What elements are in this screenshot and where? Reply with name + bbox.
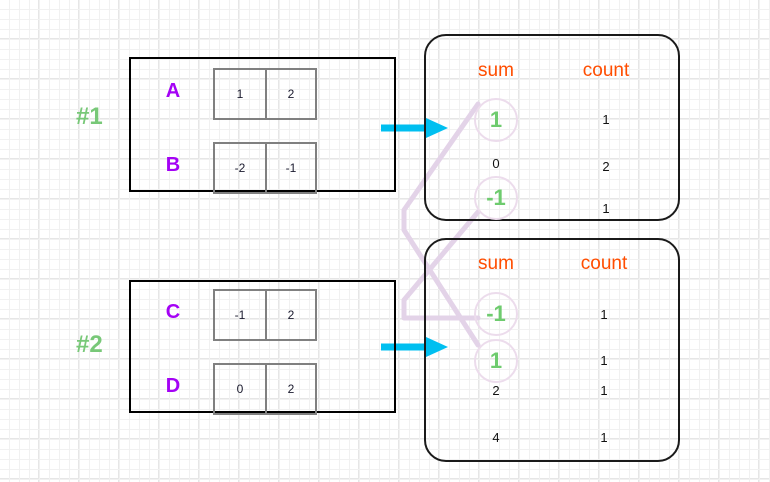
panel-1-header-count: count: [582, 60, 630, 81]
panel-1-count-2: 1: [602, 201, 610, 216]
row-cells-a: 1 2: [213, 68, 317, 120]
panel-1-sum-1: 0: [492, 156, 500, 171]
panel-2-header-sum: sum: [478, 253, 514, 274]
panel-2-sum-2: 2: [492, 383, 500, 398]
panel-1-count-1: 2: [602, 159, 610, 174]
row-cells-d: 0 2: [213, 363, 317, 415]
panel-2-count-2: 1: [600, 383, 608, 398]
panel-2-sum-circle-0: -1: [474, 292, 518, 336]
panel-2-sum-circle-1: 1: [474, 339, 518, 383]
cell-a-1: 2: [265, 70, 315, 118]
cell-d-0: 0: [236, 382, 244, 396]
result-panel-1: [424, 34, 680, 221]
row-letter-c: C: [165, 301, 181, 323]
panel-1-sum-2: -1: [486, 185, 506, 210]
panel-2-sum-1: 1: [489, 348, 503, 373]
source-box-group-1: [129, 57, 396, 192]
panel-2-count-3: 1: [600, 430, 608, 445]
panel-2-count-0: 1: [600, 307, 608, 322]
group-label-2: #2: [76, 331, 103, 358]
row-letter-a: A: [165, 80, 181, 102]
cell-b-0: -2: [234, 161, 246, 175]
row-letter-d: D: [165, 375, 181, 397]
panel-1-header-sum: sum: [478, 60, 514, 81]
group-label-1: #1: [76, 103, 103, 130]
source-box-group-2: [129, 280, 396, 413]
panel-1-sum-0: 1: [489, 107, 503, 132]
cell-c-0: -1: [234, 308, 246, 322]
cell-a-0: 1: [236, 87, 244, 101]
row-cells-c: -1 2: [213, 289, 317, 341]
panel-2-header-count: count: [580, 253, 628, 274]
panel-2-sum-0: -1: [486, 301, 506, 326]
panel-2-count-1: 1: [600, 353, 608, 368]
panel-2-sum-3: 4: [492, 430, 500, 445]
cell-b-1: -1: [265, 144, 315, 192]
panel-1-sum-circle-2: -1: [474, 176, 518, 220]
result-panel-2: [424, 238, 680, 462]
row-letter-b: B: [165, 154, 181, 176]
row-cells-b: -2 -1: [213, 142, 317, 194]
cell-c-1: 2: [265, 291, 315, 339]
cell-d-1: 2: [265, 365, 315, 413]
panel-1-count-0: 1: [602, 112, 610, 127]
panel-1-sum-circle-0: 1: [474, 98, 518, 142]
